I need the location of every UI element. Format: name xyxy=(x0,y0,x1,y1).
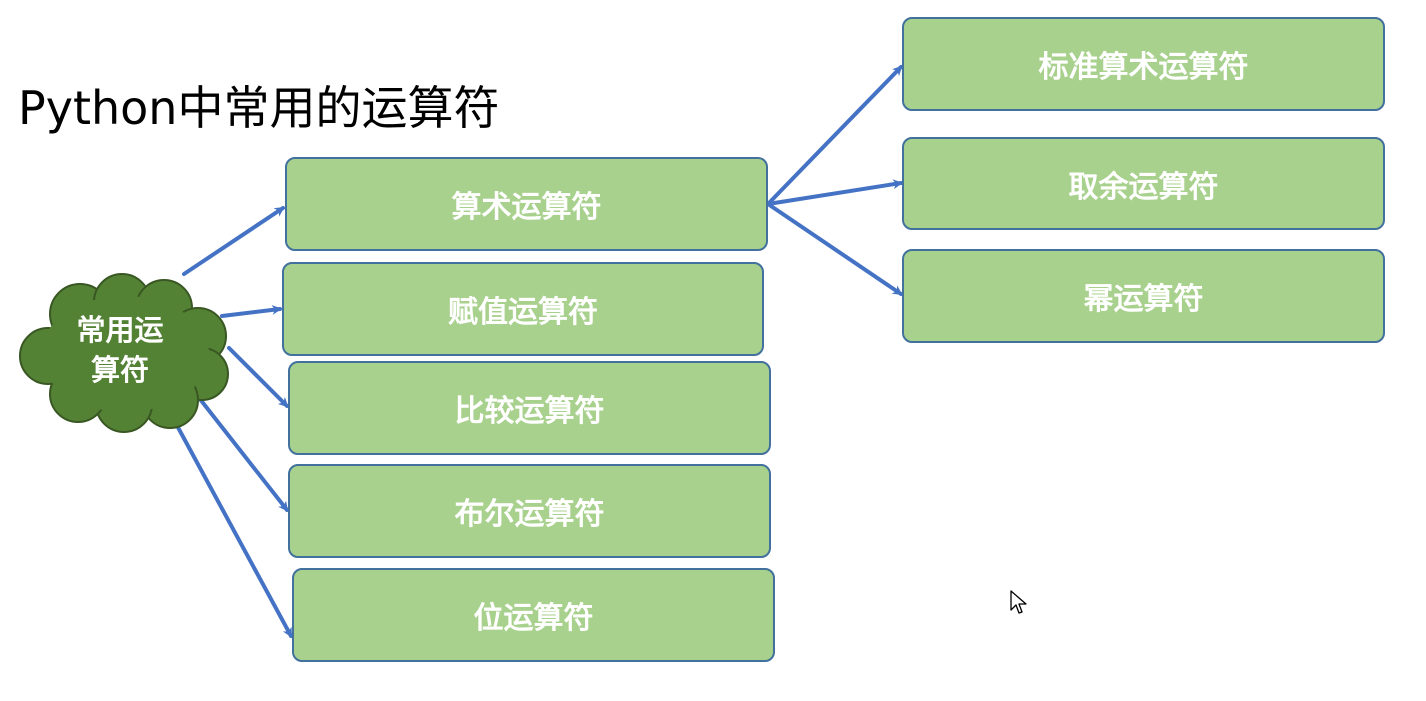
page-title: Python中常用的运算符 xyxy=(18,81,500,135)
arrow-root-to-bitwise xyxy=(172,418,293,638)
category-node-bitwise: 位运算符 xyxy=(292,568,775,662)
arrow-arithmetic-to-power xyxy=(766,202,903,296)
node-label: 算术运算符 xyxy=(451,190,602,225)
root-label-line1: 常用运 xyxy=(76,313,164,347)
arrow-root-to-comparison xyxy=(227,346,289,408)
mouse-pointer-icon xyxy=(1010,590,1027,614)
root-label-line2: 算符 xyxy=(90,353,149,387)
arrow-root-to-arithmetic xyxy=(182,206,285,276)
node-label: 布尔运算符 xyxy=(454,497,605,532)
arrow-root-to-assignment xyxy=(220,304,282,318)
subnode-modulo: 取余运算符 xyxy=(902,137,1385,230)
subnode-standard-arithmetic: 标准算术运算符 xyxy=(902,17,1385,111)
category-node-comparison: 比较运算符 xyxy=(288,361,771,455)
node-label: 幂运算符 xyxy=(1083,282,1204,317)
arrow-root-to-boolean xyxy=(194,392,289,512)
subnode-power: 幂运算符 xyxy=(902,249,1385,343)
node-label: 标准算术运算符 xyxy=(1038,50,1249,85)
category-node-arithmetic: 算术运算符 xyxy=(285,157,768,251)
node-label: 位运算符 xyxy=(473,601,594,636)
category-node-assignment: 赋值运算符 xyxy=(282,262,764,356)
arrow-arithmetic-to-standard xyxy=(766,65,903,206)
root-cloud-shape xyxy=(19,273,229,433)
root-node-label: 常用运 算符 xyxy=(40,310,200,390)
node-label: 赋值运算符 xyxy=(448,295,598,330)
category-node-boolean: 布尔运算符 xyxy=(288,464,771,558)
node-label: 取余运算符 xyxy=(1068,169,1219,205)
arrow-arithmetic-to-modulo xyxy=(766,179,903,206)
node-label: 比较运算符 xyxy=(454,394,605,429)
